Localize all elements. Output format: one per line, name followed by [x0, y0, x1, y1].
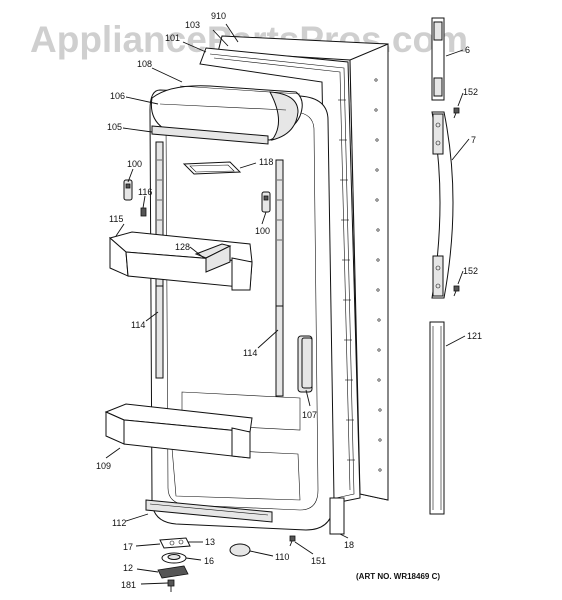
art-number: (ART NO. WR18469 C)	[356, 572, 440, 581]
callout-12: 12	[123, 563, 133, 573]
callout-101: 101	[165, 33, 180, 43]
callout-17: 17	[123, 542, 133, 552]
handle-cap-6	[431, 17, 445, 101]
callout-110: 110	[275, 552, 289, 562]
trim-strip-105	[151, 125, 269, 145]
handle-7	[431, 111, 454, 299]
callout-118: 118	[259, 157, 273, 167]
shelf-bracket-right	[261, 191, 271, 213]
cap-110	[229, 543, 251, 557]
callout-128: 128	[175, 242, 190, 252]
callout-100-left: 100	[127, 159, 142, 169]
bottom-trim-112	[145, 499, 273, 523]
leader-lines	[105, 23, 470, 585]
callout-13: 13	[205, 537, 215, 547]
callout-121: 121	[467, 331, 482, 341]
callout-152-bottom: 152	[463, 266, 478, 276]
bin-divider-128	[194, 243, 232, 273]
shelf-bracket-left	[123, 179, 133, 201]
callout-103: 103	[185, 20, 200, 30]
hinge-parts-17-13	[159, 537, 191, 549]
callout-152-top: 152	[463, 87, 478, 97]
callout-109: 109	[96, 461, 111, 471]
callout-181: 181	[121, 580, 136, 590]
callout-18: 18	[344, 540, 354, 550]
rail-114-left	[155, 285, 164, 379]
callout-114-right: 114	[243, 348, 257, 358]
callout-114-left: 114	[131, 320, 145, 330]
clip-116	[140, 207, 147, 217]
screw-151	[289, 535, 296, 547]
screw-152-top	[453, 107, 460, 119]
callout-108: 108	[137, 59, 152, 69]
bushing-16	[161, 552, 187, 564]
callout-6: 6	[465, 45, 470, 55]
dairy-compartment	[150, 85, 303, 141]
callout-115: 115	[109, 214, 123, 224]
callout-105: 105	[107, 122, 122, 132]
callout-116: 116	[138, 187, 152, 197]
callout-7: 7	[471, 135, 476, 145]
callout-106: 106	[110, 91, 125, 101]
callout-151: 151	[311, 556, 326, 566]
rail-114-right	[275, 305, 284, 397]
door-liner	[149, 89, 335, 531]
handle-base-121	[429, 321, 445, 515]
callout-910: 910	[211, 11, 226, 21]
callout-100-right: 100	[255, 226, 270, 236]
hinge-bar-18	[329, 497, 345, 535]
callout-107: 107	[302, 410, 317, 420]
screw-181	[167, 579, 175, 592]
callout-112: 112	[112, 518, 126, 528]
door-bin-109	[104, 403, 253, 459]
vent-107	[301, 337, 313, 389]
callout-16: 16	[204, 556, 214, 566]
screw-152-bottom	[453, 285, 460, 297]
hinge-plate-12	[157, 565, 189, 579]
callout-labels: 910 103 101 108 106 105 100 116 115 128 …	[96, 11, 482, 590]
